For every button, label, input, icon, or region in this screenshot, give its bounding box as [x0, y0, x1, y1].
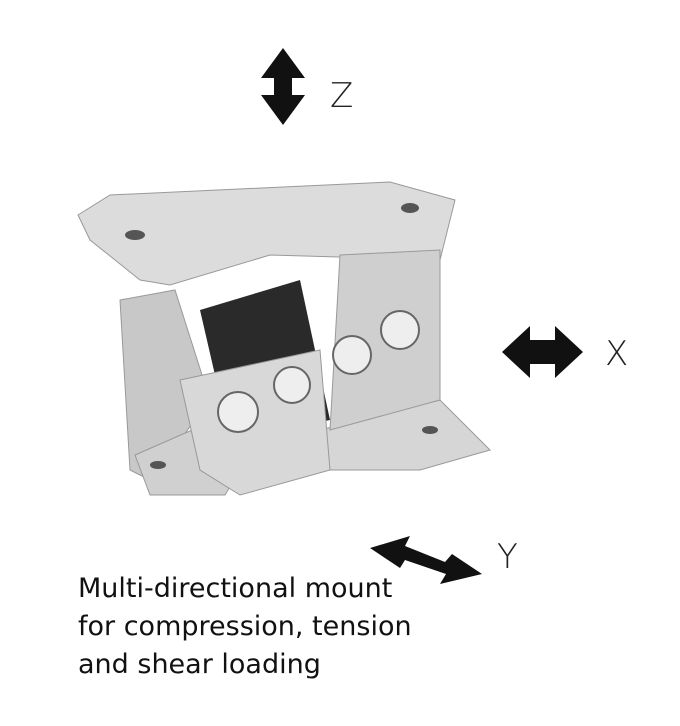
caption-line: Multi-directional mount: [78, 573, 393, 604]
mount-body: [77, 181, 491, 496]
caption-line: for compression, tension: [78, 611, 412, 642]
caption: Multi-directional mount for compression,…: [78, 570, 412, 684]
x-axis-arrow: [502, 326, 583, 378]
z-axis-arrow: [261, 48, 305, 125]
y-axis-label: Y: [497, 537, 518, 577]
z-axis-label: Z: [330, 76, 354, 116]
caption-line: and shear loading: [78, 649, 321, 680]
y-axis-arrow: [370, 536, 482, 584]
x-axis-label: X: [605, 334, 629, 374]
